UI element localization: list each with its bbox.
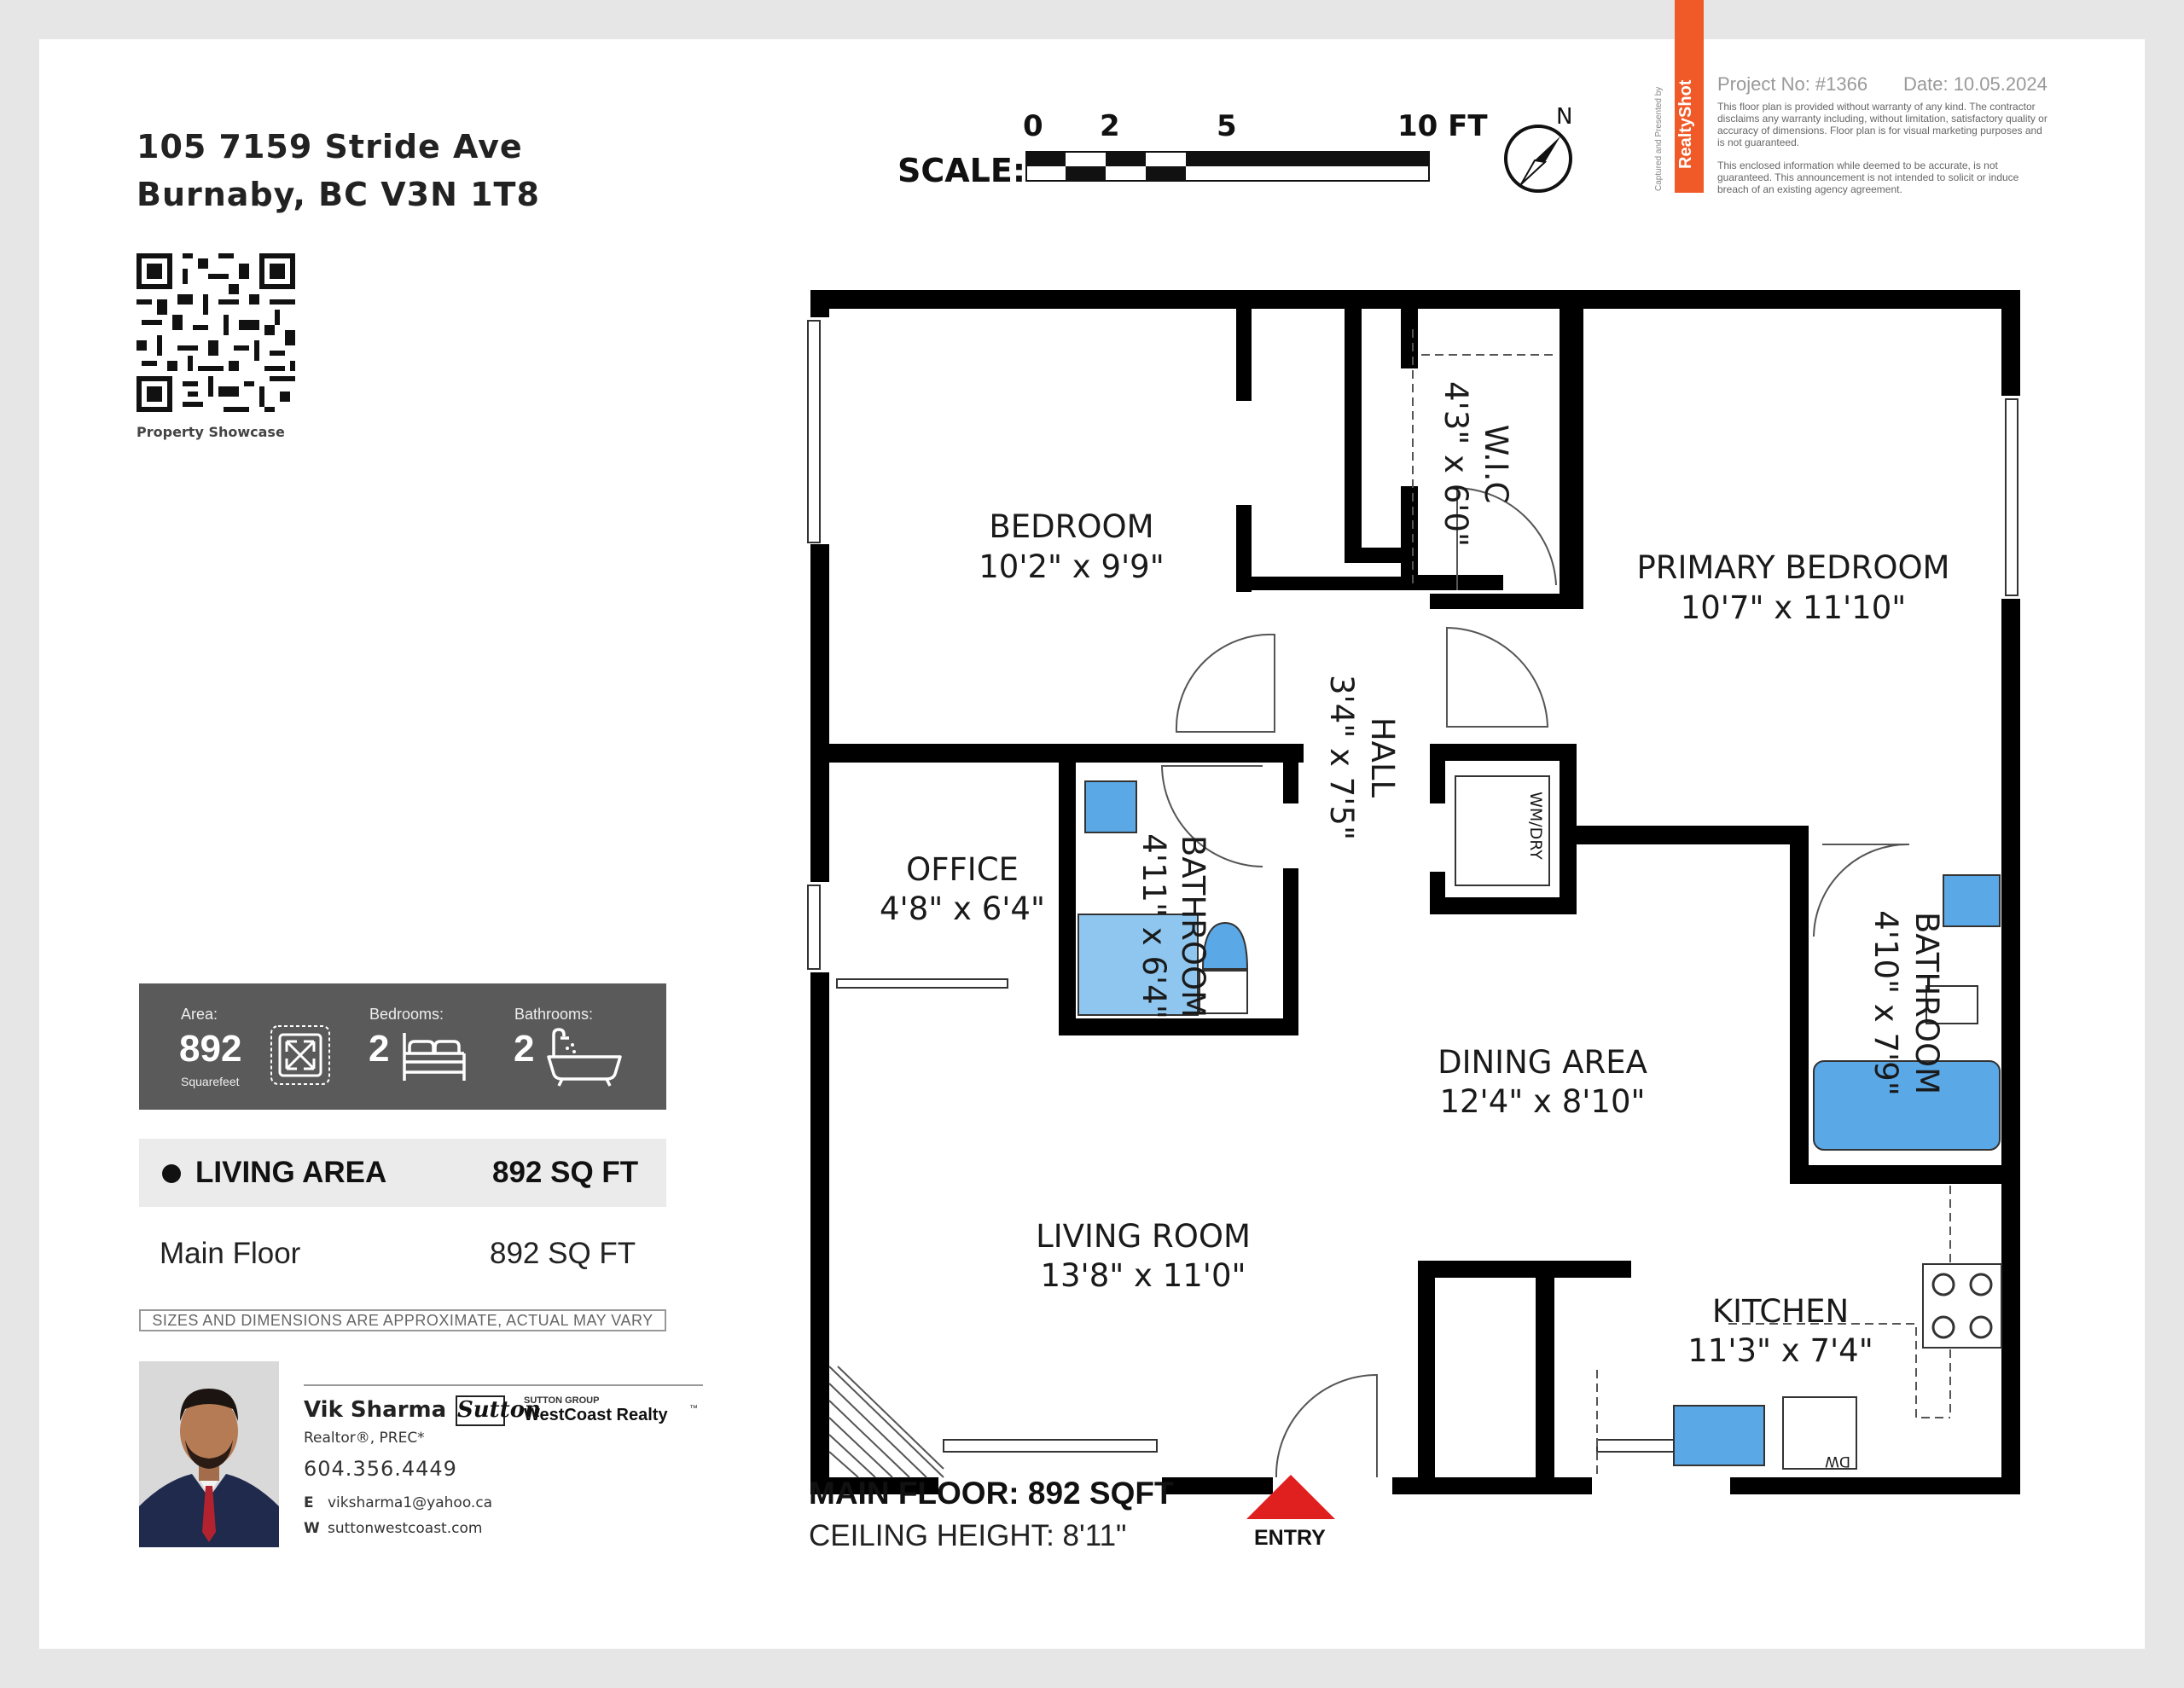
entry-arrow-icon — [1246, 1475, 1335, 1519]
room-kitchen-name: KITCHEN — [1712, 1293, 1849, 1330]
dishwasher-label: DW — [1825, 1453, 1850, 1470]
floor-plan: BEDROOM 10'2" x 9'9" PRIMARY BEDROOM 10'… — [807, 290, 2020, 1494]
captured-by-text: Captured and Presented by — [1654, 86, 1664, 191]
brokerage-group: SUTTON GROUP — [524, 1395, 600, 1406]
agent-divider — [304, 1384, 703, 1386]
scale-tick-10: 10 FT — [1397, 109, 1488, 143]
area-unit: Squarefeet — [181, 1075, 240, 1088]
main-floor-value: 892 SQ FT — [490, 1237, 636, 1270]
room-bedroom-name: BEDROOM — [989, 508, 1153, 545]
agent-name: Vik Sharma — [304, 1397, 447, 1423]
room-wic-name: W.I.C — [1478, 425, 1514, 504]
brand-name: RealtyShot — [1676, 79, 1695, 169]
floor-plan-sheet: 105 7159 Stride Ave Burnaby, BC V3N 1T8 … — [39, 0, 2145, 1649]
web-prefix: W — [304, 1520, 320, 1537]
room-bathroom-1-dims: 4'11" x 6'4" — [1136, 833, 1172, 1019]
scale-tick-2: 2 — [1100, 109, 1120, 143]
bedrooms-value: 2 — [369, 1028, 390, 1070]
room-primary-bedroom-name: PRIMARY BEDROOM — [1636, 549, 1949, 586]
area-label: Area: — [181, 1006, 218, 1023]
room-hall-name: HALL — [1364, 717, 1401, 798]
main-floor-total: MAIN FLOOR: 892 SQFT — [809, 1476, 1174, 1511]
living-area-value: 892 SQ FT — [492, 1156, 639, 1189]
main-floor-label: Main Floor — [160, 1237, 301, 1270]
bathrooms-label: Bathrooms: — [514, 1006, 594, 1023]
project-disclaimer-2: This enclosed information while deemed t… — [1717, 160, 2019, 195]
bedrooms-label: Bedrooms: — [369, 1006, 444, 1023]
room-wic-dims: 4'3" x 6'0" — [1438, 381, 1474, 547]
bathtub-icon — [547, 1028, 622, 1087]
compass-icon — [1504, 125, 1572, 193]
room-primary-bedroom-dims: 10'7" x 11'10" — [1681, 589, 1907, 626]
scale-tick-5: 5 — [1217, 109, 1237, 143]
address-line-2: Burnaby, BC V3N 1T8 — [136, 176, 540, 213]
email-prefix: E — [304, 1494, 314, 1511]
scale-label: SCALE: — [897, 152, 1026, 189]
project-date: Date: 10.05.2024 — [1903, 73, 2048, 95]
agent-website[interactable]: suttonwestcoast.com — [328, 1520, 483, 1537]
property-stats-box: Area: 892 Squarefeet Bedrooms: 2 Bathroo… — [139, 983, 666, 1110]
expand-icon — [270, 1025, 330, 1085]
bathrooms-value: 2 — [514, 1028, 535, 1070]
brand-strip: RealtyShot — [1675, 0, 1704, 193]
room-bathroom-2-name: BATHROOM — [1908, 912, 1945, 1094]
living-area-label: LIVING AREA — [195, 1156, 387, 1189]
scale-tick-0: 0 — [1023, 109, 1043, 143]
room-living-room-dims: 13'8" x 11'0" — [1040, 1257, 1246, 1294]
agent-title: Realtor®, PREC* — [304, 1430, 425, 1447]
living-area-row: LIVING AREA 892 SQ FT — [139, 1139, 666, 1207]
qr-code[interactable] — [136, 253, 295, 412]
brokerage-logo-box — [456, 1395, 505, 1426]
room-kitchen-dims: 11'3" x 7'4" — [1687, 1332, 1873, 1369]
north-label: N — [1556, 104, 1573, 130]
brokerage-script: Sutton — [457, 1397, 541, 1423]
room-office-name: OFFICE — [906, 851, 1019, 888]
brokerage-name: WestCoast Realty — [524, 1406, 668, 1424]
qr-caption: Property Showcase — [136, 424, 285, 440]
room-living-room-name: LIVING ROOM — [1036, 1218, 1251, 1255]
ceiling-height: CEILING HEIGHT: 8'11" — [809, 1519, 1127, 1552]
room-dining-area-name: DINING AREA — [1438, 1044, 1647, 1081]
address-line-1: 105 7159 Stride Ave — [136, 128, 523, 165]
room-office-dims: 4'8" x 6'4" — [880, 890, 1045, 927]
agent-phone[interactable]: 604.356.4449 — [304, 1457, 457, 1481]
room-bedroom-dims: 10'2" x 9'9" — [979, 548, 1165, 585]
agent-email[interactable]: viksharma1@yahoo.ca — [328, 1494, 493, 1511]
project-disclaimer-1: This floor plan is provided without warr… — [1717, 101, 2048, 148]
entry-label: ENTRY — [1254, 1526, 1326, 1550]
agent-photo — [139, 1361, 279, 1547]
bullet-dot — [162, 1164, 181, 1183]
room-bathroom-2-dims: 4'10" x 7'9" — [1867, 910, 1904, 1096]
room-hall-dims: 3'4" x 7'5" — [1323, 675, 1360, 840]
project-number: Project No: #1366 — [1717, 73, 1868, 95]
brokerage-tm: ™ — [689, 1404, 698, 1413]
room-dining-area-dims: 12'4" x 8'10" — [1439, 1083, 1645, 1120]
sizes-disclaimer: SIZES AND DIMENSIONS ARE APPROXIMATE, AC… — [139, 1309, 666, 1331]
room-bathroom-1-name: BATHROOM — [1175, 835, 1211, 1018]
scale-bar — [1025, 151, 1430, 182]
bed-icon — [403, 1033, 466, 1081]
area-value: 892 — [179, 1028, 242, 1070]
laundry-label: WM/DRY — [1526, 792, 1545, 860]
